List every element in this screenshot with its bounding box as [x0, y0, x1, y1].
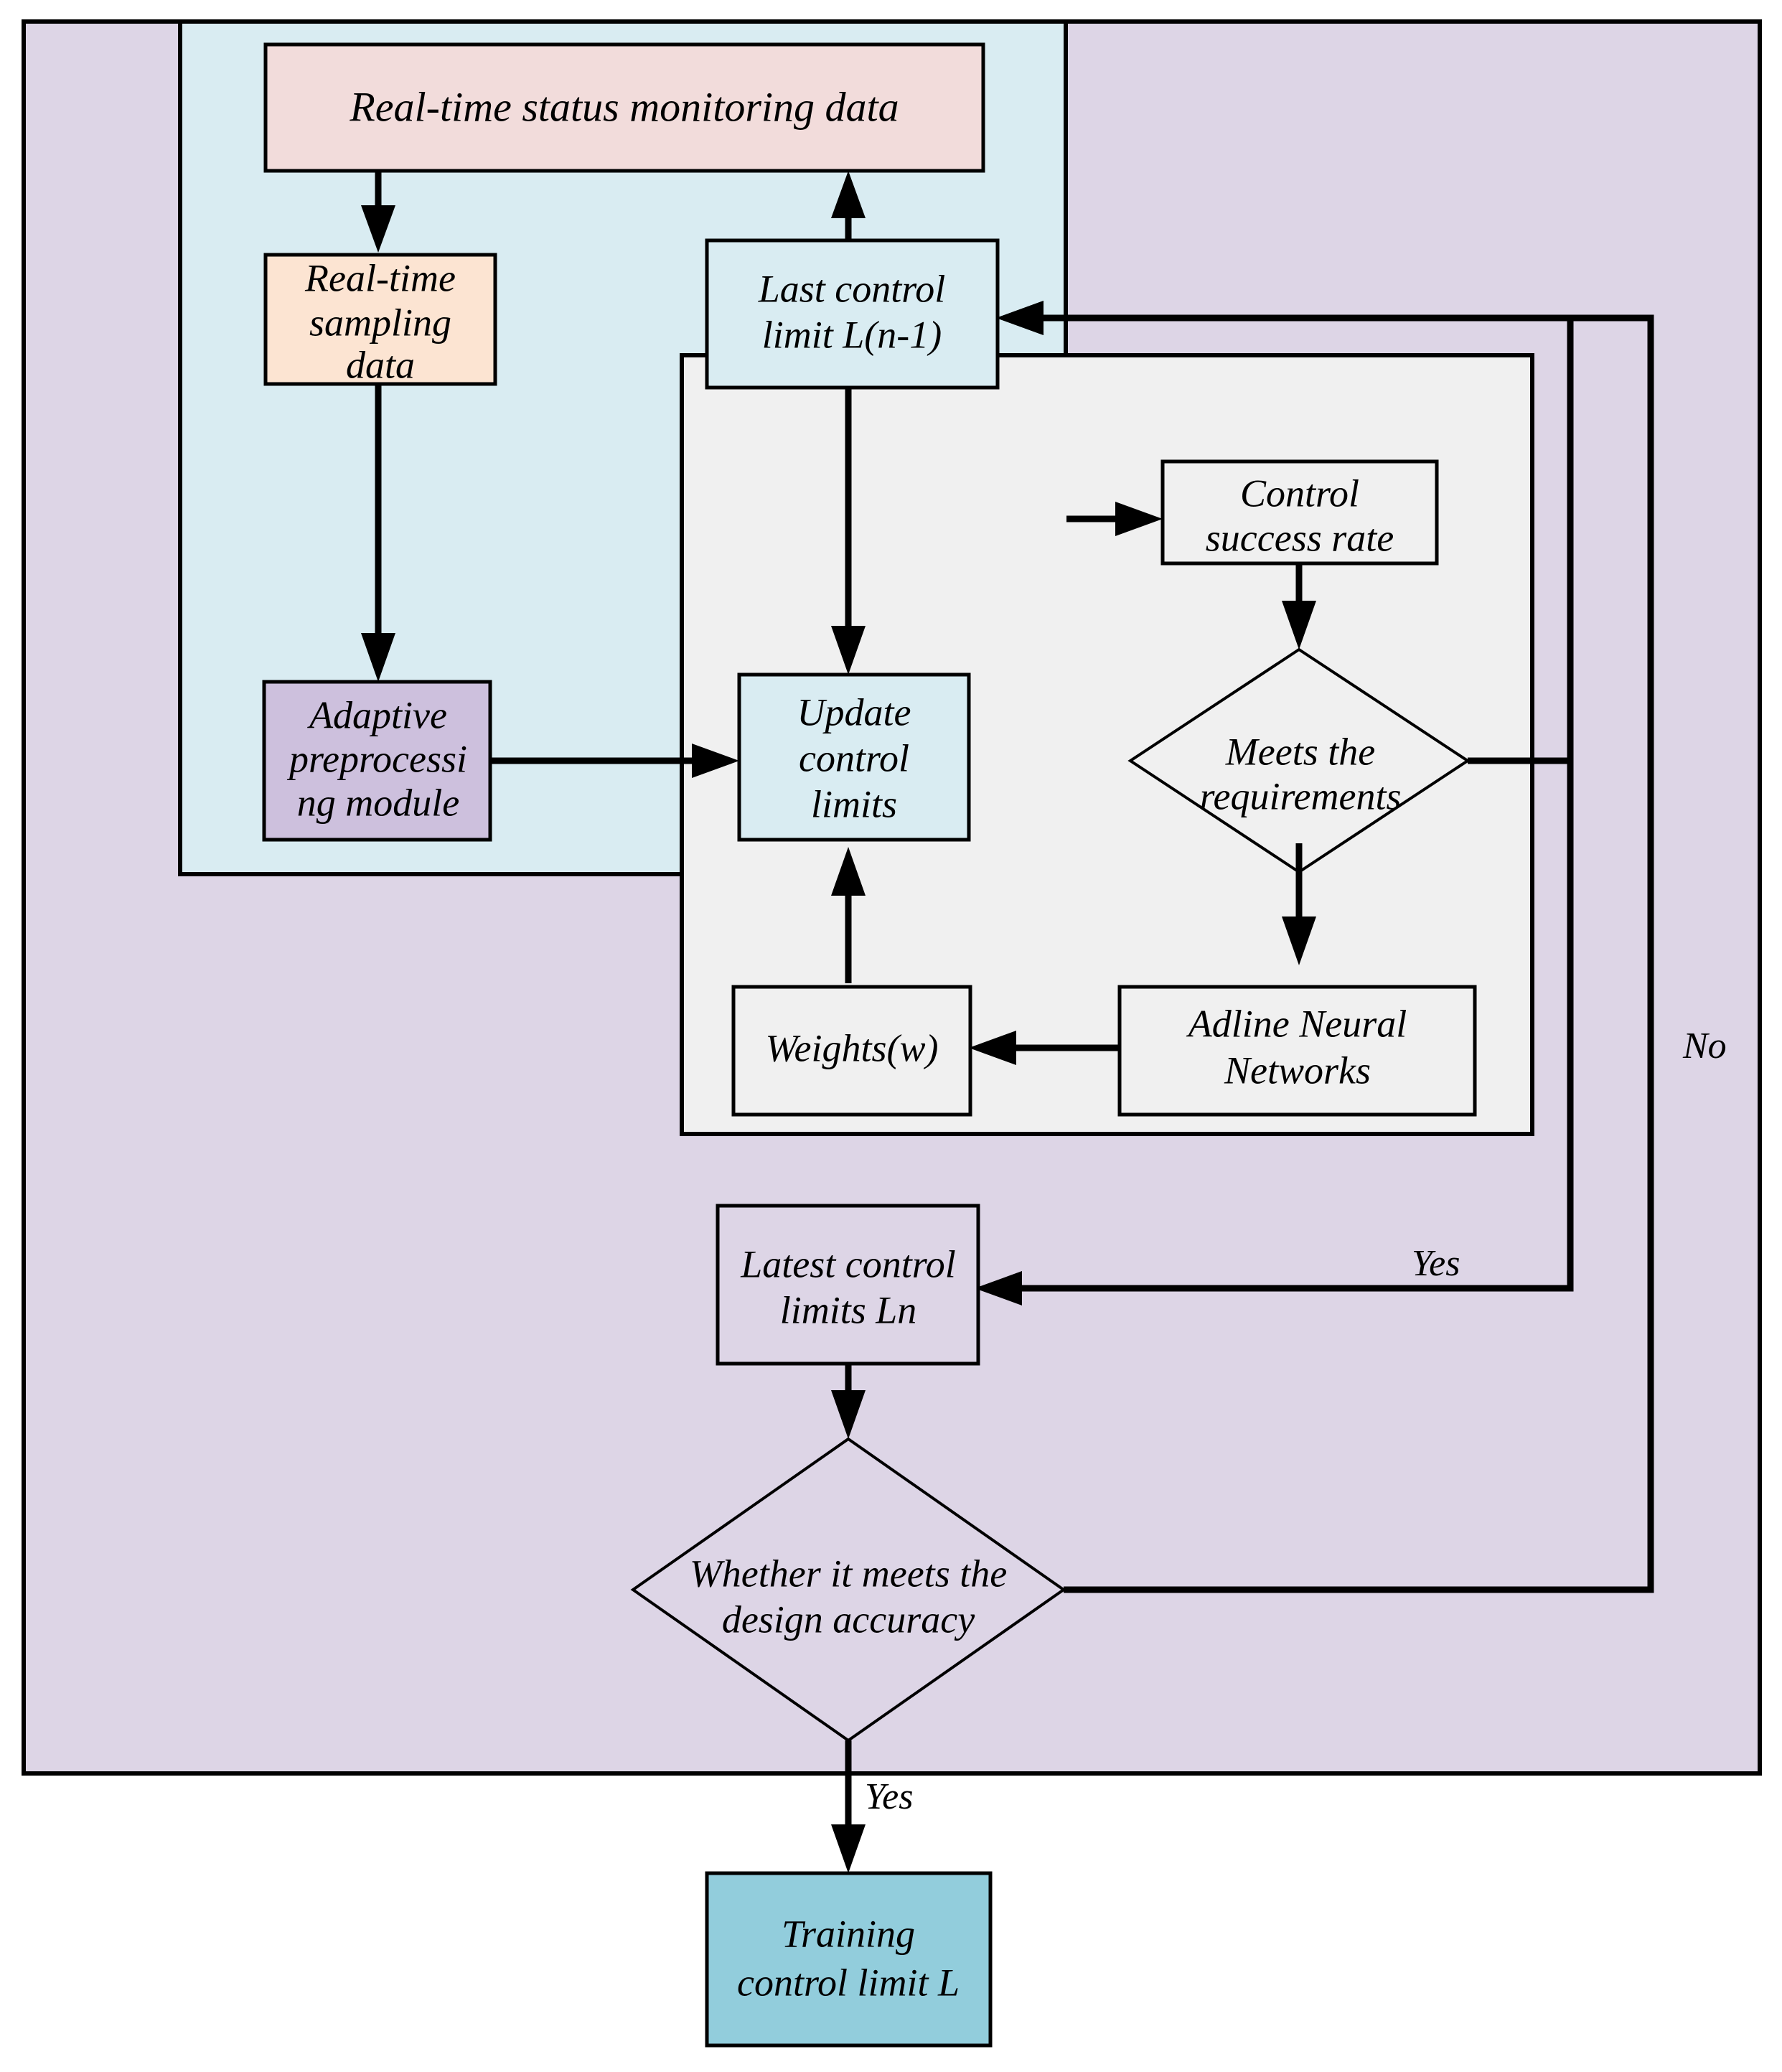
edge-meets-yes-to-latest [975, 757, 1574, 1305]
edge-latest-to-accuracy [831, 1364, 866, 1439]
edge-lastlimit-to-update [831, 388, 866, 675]
node-adline-neural-networks-line2: Networks [1224, 1049, 1371, 1092]
edge-lastlimit-to-status [831, 171, 866, 240]
node-update-control-limits-line3: limits [811, 782, 897, 825]
edge-successrate-to-meets [1282, 563, 1316, 650]
node-latest-control-limits[interactable]: Latest control limits Ln [716, 1204, 980, 1366]
node-training-control-limit-line1: Training [782, 1912, 915, 1955]
edge-meets-to-adline [1282, 843, 1316, 965]
edge-status-to-sampling [361, 171, 395, 253]
node-weights[interactable]: Weights(w) [731, 985, 972, 1117]
edge-sampling-to-preprocessing [361, 384, 395, 682]
node-realtime-status[interactable]: Real-time status monitoring data [263, 42, 985, 173]
edge-label-yes-requirements: Yes [1412, 1243, 1460, 1284]
node-realtime-sampling[interactable]: Real-time sampling data [263, 253, 497, 386]
node-control-success-rate-line2: success rate [1206, 516, 1394, 559]
node-latest-control-limits-line2: limits Ln [780, 1288, 917, 1331]
node-training-control-limit-line2: control limit L [737, 1961, 960, 2004]
node-meets-requirements-line2: requirements [1200, 774, 1402, 817]
edge-accuracy-yes-to-training [831, 1740, 866, 1873]
edge-panel-to-successrate [1066, 502, 1163, 536]
node-design-accuracy[interactable]: Whether it meets the design accuracy [630, 1437, 1066, 1743]
node-design-accuracy-line1: Whether it meets the [690, 1552, 1007, 1595]
node-update-control-limits-line2: control [799, 736, 909, 779]
node-adaptive-preprocessing-line1: Adaptive [307, 693, 447, 736]
node-adaptive-preprocessing[interactable]: Adaptive preprocessi ng module [262, 680, 492, 842]
node-adline-neural-networks[interactable]: Adline Neural Networks [1117, 985, 1477, 1117]
node-update-control-limits-line1: Update [797, 690, 911, 733]
edge-adline-to-weights [969, 1031, 1120, 1065]
node-last-control-limit-line1: Last control [758, 267, 946, 310]
node-last-control-limit-line2: limit L(n-1) [762, 313, 942, 356]
edge-accuracy-no-to-lastlimit [996, 301, 1654, 1593]
node-control-success-rate-line1: Control [1240, 472, 1359, 515]
edge-weights-to-update [831, 847, 866, 983]
edge-label-no: No [1682, 1026, 1727, 1067]
node-realtime-status-label: Real-time status monitoring data [349, 83, 899, 130]
node-control-success-rate[interactable]: Control success rate [1160, 459, 1439, 566]
node-adaptive-preprocessing-line2: preprocessi [286, 737, 467, 780]
node-realtime-sampling-line1: Real-time [304, 256, 456, 299]
edge-label-yes-accuracy: Yes [865, 1776, 913, 1817]
node-adline-neural-networks-line1: Adline Neural [1186, 1002, 1407, 1045]
node-update-control-limits[interactable]: Update control limits [737, 672, 971, 842]
node-adaptive-preprocessing-line3: ng module [297, 781, 459, 824]
node-design-accuracy-line2: design accuracy [722, 1598, 975, 1641]
node-training-control-limit[interactable]: Training control limit L [705, 1871, 993, 2048]
node-realtime-sampling-line2: sampling [309, 301, 451, 344]
node-latest-control-limits-line1: Latest control [740, 1242, 956, 1285]
node-realtime-sampling-line3: data [346, 343, 415, 386]
node-weights-label: Weights(w) [766, 1026, 939, 1069]
node-last-control-limit[interactable]: Last control limit L(n-1) [705, 238, 1000, 390]
node-meets-requirements-line1: Meets the [1225, 730, 1375, 773]
node-meets-requirements[interactable]: Meets the requirements [1127, 647, 1471, 874]
edge-preprocessing-to-update [490, 744, 739, 778]
